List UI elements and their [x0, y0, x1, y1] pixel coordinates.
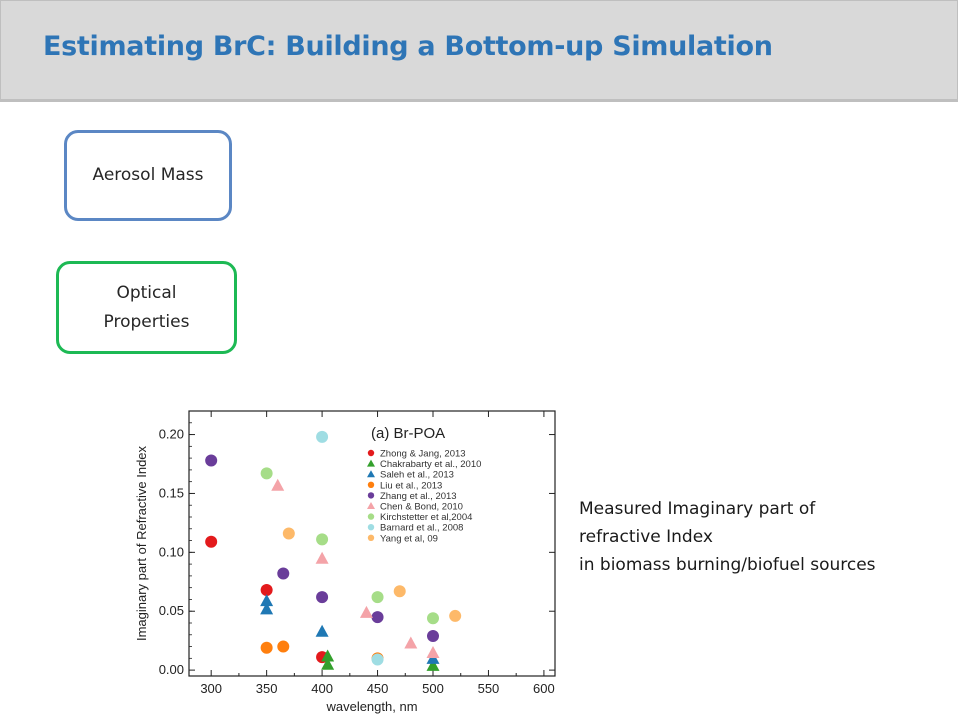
data-point: [393, 585, 406, 598]
data-point: [205, 454, 218, 467]
optical-properties-label: Optical Properties: [103, 282, 190, 332]
br-poa-chart: 300 350 400 450 500 550 600 0.00 0.05 0.10 0.15 0.2…: [127, 405, 567, 720]
legend-marker: [367, 470, 375, 478]
legend-marker: [367, 502, 375, 509]
y-tick-label: 0.15: [159, 485, 184, 500]
chart-svg: 300 350 400 450 500 550 600 0.00 0.05 0.10 0.15 0.2…: [134, 410, 556, 714]
y-tick-label: 0.00: [159, 662, 184, 677]
chart-title: (a) Br-POA: [371, 425, 445, 442]
legend-label: Yang et al, 09: [380, 533, 438, 544]
aerosol-mass-box: Aerosol Mass: [64, 130, 232, 221]
data-point: [404, 636, 418, 649]
x-tick-label: 600: [533, 681, 555, 696]
caption-line-3: in biomass burning/biofuel sources: [579, 555, 876, 575]
data-point: [315, 551, 329, 564]
data-point: [205, 535, 218, 548]
data-point: [371, 591, 384, 604]
legend-marker: [367, 524, 375, 531]
data-point: [449, 609, 462, 622]
optical-properties-box: Optical Properties: [56, 261, 237, 354]
legend-label: Chakrabarty et al., 2010: [380, 459, 481, 470]
data-point: [315, 624, 329, 637]
x-tick-label: 350: [256, 681, 278, 696]
data-point: [321, 649, 335, 662]
y-tick-label: 0.10: [159, 544, 184, 559]
data-point: [426, 645, 440, 658]
legend-label: Liu et al., 2013: [380, 480, 442, 491]
title-bar: Estimating BrC: Building a Bottom-up Sim…: [0, 0, 958, 102]
data-point: [260, 602, 274, 615]
x-axis-label: wavelength, nm: [325, 699, 417, 714]
data-point: [271, 478, 285, 491]
legend-marker: [367, 513, 375, 520]
legend-label: Zhang et al., 2013: [380, 491, 457, 502]
y-tick-label: 0.20: [159, 427, 184, 442]
data-point: [426, 658, 440, 671]
legend-marker: [367, 459, 375, 467]
data-point: [260, 584, 273, 597]
data-point: [260, 641, 273, 654]
x-tick-label: 400: [311, 681, 333, 696]
chart-caption: Measured Imaginary part of refractive In…: [579, 495, 949, 579]
legend-label: Saleh et al., 2013: [380, 470, 454, 481]
aerosol-mass-label: Aerosol Mass: [92, 165, 204, 185]
data-point: [277, 567, 290, 580]
y-tick-label: 0.05: [159, 603, 184, 618]
data-point: [371, 653, 384, 666]
legend-label: Kirchstetter et al,2004: [380, 512, 472, 523]
legend-label: Barnard et al., 2008: [380, 523, 463, 534]
data-point: [316, 591, 329, 604]
legend-label: Zhong & Jang, 2013: [380, 449, 466, 460]
data-point: [260, 467, 273, 480]
data-point: [316, 533, 329, 546]
legend-marker: [367, 492, 375, 499]
data-point: [282, 527, 295, 540]
slide-title: Estimating BrC: Building a Bottom-up Sim…: [43, 31, 773, 62]
y-axis-label: Imaginary part of Refractive Index: [134, 445, 149, 641]
data-point: [316, 430, 329, 443]
caption-line-2: refractive Index: [579, 527, 713, 547]
legend-label: Chen & Bond, 2010: [380, 502, 463, 513]
legend-marker: [367, 449, 375, 457]
legend-marker: [367, 481, 375, 488]
caption-line-1: Measured Imaginary part of: [579, 499, 816, 519]
x-tick-label: 550: [478, 681, 500, 696]
data-point: [371, 611, 384, 624]
x-tick-label: 300: [200, 681, 222, 696]
legend-marker: [367, 534, 375, 541]
x-tick-label: 500: [422, 681, 444, 696]
data-point: [359, 605, 373, 618]
x-tick-label: 450: [367, 681, 389, 696]
data-point: [277, 640, 290, 653]
data-point: [427, 612, 439, 625]
data-point: [321, 657, 335, 670]
data-point: [260, 594, 274, 607]
data-point: [427, 629, 439, 642]
